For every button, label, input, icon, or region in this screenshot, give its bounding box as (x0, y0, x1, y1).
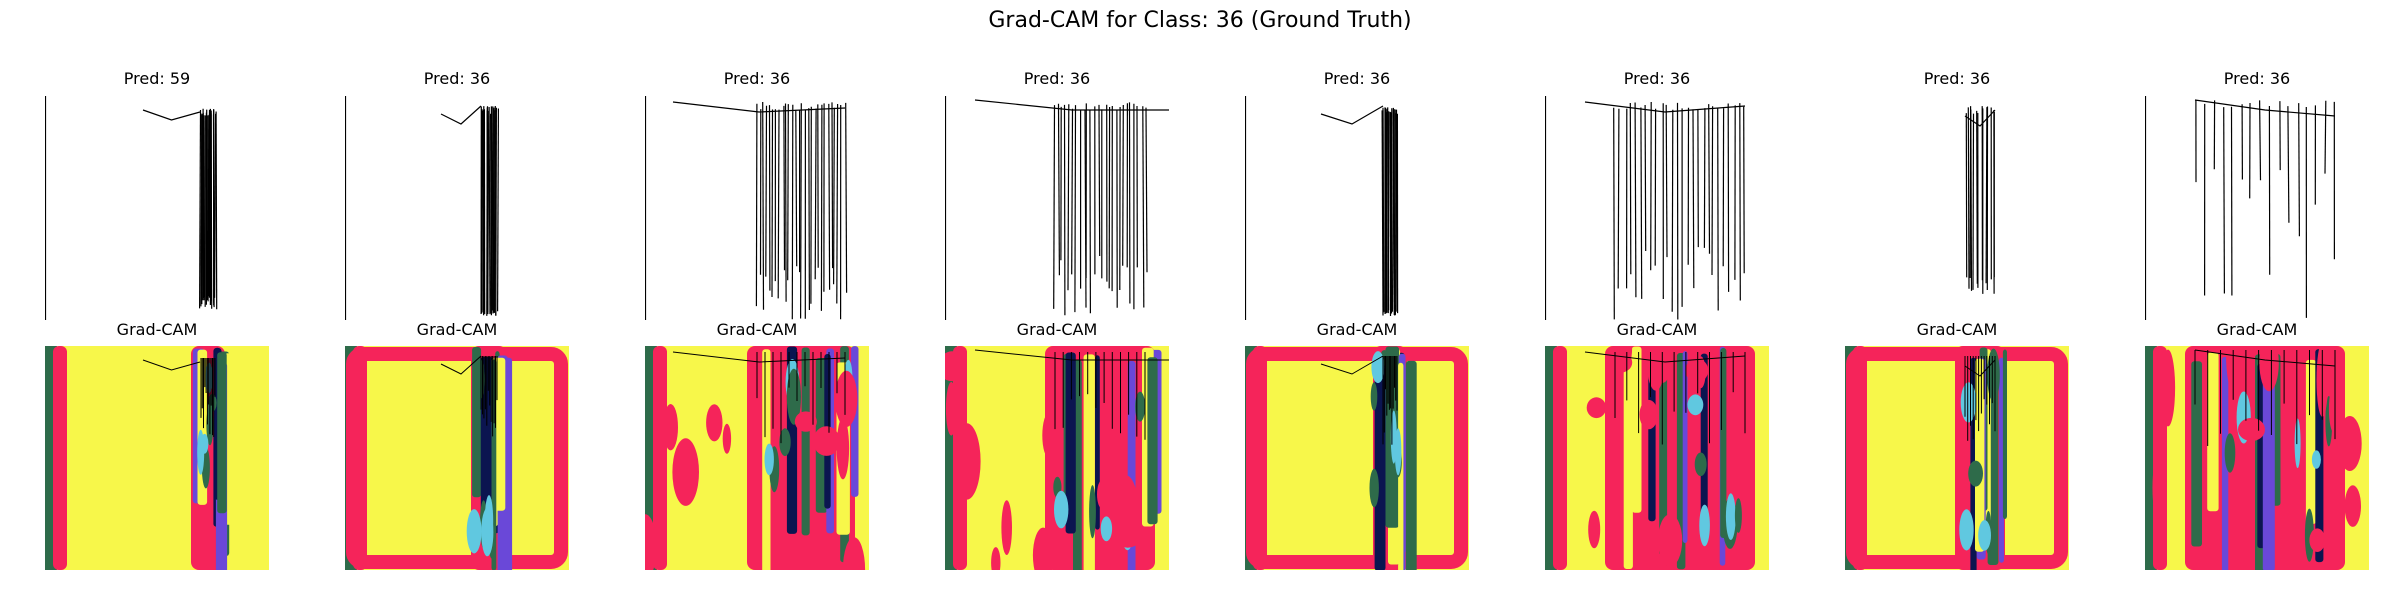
gradcam-svg-2 (345, 346, 569, 570)
trace-strokes (645, 96, 848, 320)
gradcam-heatmap-3 (645, 346, 869, 570)
cam-background (45, 346, 269, 570)
cam-activation-regions (2145, 346, 2362, 570)
gradcam-heatmap-6 (1545, 346, 1769, 570)
gradcam-heatmap-5 (1245, 346, 1469, 570)
input-trace-4 (945, 96, 1169, 320)
gradcam-title-2: Grad-CAM (416, 320, 498, 339)
trace-strokes (2145, 96, 2336, 320)
pred-label-4: Pred: 36 (1023, 69, 1091, 88)
input-image-2 (345, 96, 569, 320)
gradcam-svg-3 (645, 346, 869, 570)
trace-strokes (45, 96, 218, 320)
cam-activation-regions (645, 346, 866, 570)
gradcam-heatmap-8 (2145, 346, 2369, 570)
input-image-1 (45, 96, 269, 320)
pred-label-7: Pred: 36 (1923, 69, 1991, 88)
gradcam-svg-4 (945, 346, 1169, 570)
trace-strokes (1964, 106, 1996, 294)
input-trace-6 (1545, 96, 1746, 320)
pred-label-6: Pred: 36 (1623, 69, 1691, 88)
input-image-3 (645, 96, 869, 320)
trace-strokes (945, 96, 1169, 320)
gradcam-title-5: Grad-CAM (1316, 320, 1398, 339)
trace-strokes (345, 96, 499, 320)
cam-trace-overlay (142, 358, 216, 437)
pred-label-2: Pred: 36 (423, 69, 491, 88)
input-trace-2 (345, 96, 499, 320)
cam-background (1245, 346, 1469, 570)
trace-strokes (1545, 96, 1746, 320)
gradcam-svg-7 (1845, 346, 2069, 570)
input-image-7 (1845, 96, 2069, 320)
gradcam-svg-6 (1545, 346, 1769, 570)
input-trace-1 (45, 96, 218, 320)
cam-trace-overlay (1584, 351, 1746, 445)
gradcam-svg-1 (45, 346, 269, 570)
gradcam-heatmap-1 (45, 346, 269, 570)
pred-label-8: Pred: 36 (2223, 69, 2291, 88)
pred-label-5: Pred: 36 (1323, 69, 1391, 88)
gradcam-heatmap-2 (345, 346, 569, 570)
input-image-4 (945, 96, 1169, 320)
gradcam-title-4: Grad-CAM (1016, 320, 1098, 339)
gradcam-title-3: Grad-CAM (716, 320, 798, 339)
gradcam-heatmap-7 (1845, 346, 2069, 570)
cam-trace-overlay (440, 355, 498, 437)
input-image-8 (2145, 96, 2369, 320)
cam-background (345, 346, 569, 570)
input-image-5 (1245, 96, 1469, 320)
gradcam-svg-8 (2145, 346, 2369, 570)
input-trace-3 (645, 96, 848, 320)
cam-activation-regions (345, 346, 568, 570)
input-trace-7 (1964, 106, 1996, 294)
trace-strokes (1245, 96, 1399, 320)
cam-trace-overlay (2194, 349, 2336, 446)
cam-activation-regions (945, 346, 1162, 570)
gradcam-title-7: Grad-CAM (1916, 320, 1998, 339)
figure-title: Grad-CAM for Class: 36 (Ground Truth) (988, 8, 1412, 33)
gradcam-title-6: Grad-CAM (1616, 320, 1698, 339)
gradcam-svg-5 (1245, 346, 1469, 570)
cam-trace-overlay (1964, 356, 1996, 441)
input-trace-8 (2145, 96, 2336, 320)
gradcam-title-8: Grad-CAM (2216, 320, 2298, 339)
cam-trace-overlay (974, 349, 1169, 440)
input-trace-5 (1245, 96, 1399, 320)
cam-trace-overlay (672, 351, 846, 444)
cam-trace-overlay (1320, 355, 1398, 445)
pred-label-3: Pred: 36 (723, 69, 791, 88)
gradcam-title-1: Grad-CAM (116, 320, 198, 339)
pred-label-1: Pred: 59 (123, 69, 191, 88)
gradcam-heatmap-4 (945, 346, 1169, 570)
input-image-6 (1545, 96, 1769, 320)
